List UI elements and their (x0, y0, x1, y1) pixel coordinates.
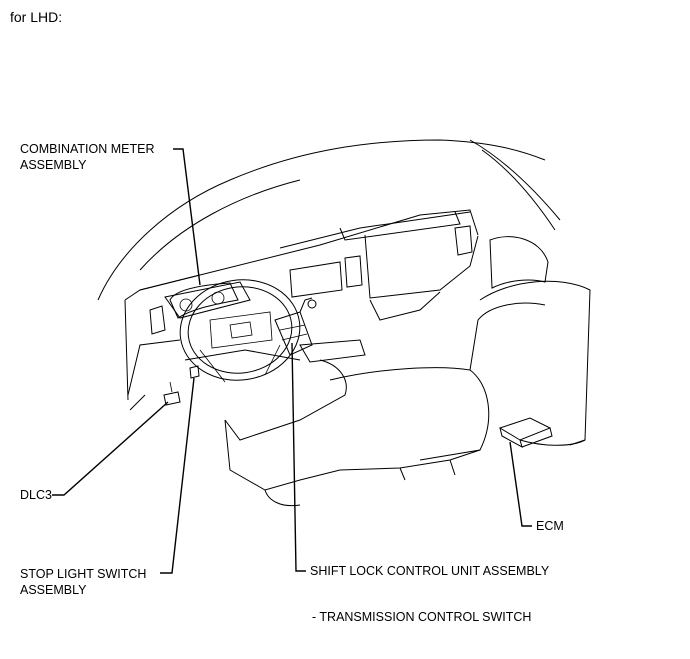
label-shift-lock: SHIFT LOCK CONTROL UNIT ASSEMBLY (310, 564, 550, 578)
label-transmission-switch: - TRANSMISSION CONTROL SWITCH (312, 610, 532, 624)
label-dlc3: DLC3 (20, 488, 52, 502)
dashboard-outline (124, 209, 479, 411)
diagram-title: for LHD: (10, 9, 63, 25)
label-combination-meter: COMBINATION METER ASSEMBLY (20, 141, 155, 173)
leader-lines (52, 148, 532, 574)
label-combination-meter-line1: COMBINATION METER (20, 142, 155, 156)
ecm-drawing (498, 417, 553, 449)
roof-outline (97, 139, 561, 301)
label-stop-light-switch: STOP LIGHT SWITCH ASSEMBLY (20, 566, 146, 598)
label-ecm: ECM (536, 519, 564, 533)
combination-meter-drawing (169, 282, 239, 319)
seats-outline (224, 236, 591, 507)
label-combination-meter-line2: ASSEMBLY (20, 158, 87, 172)
label-stop-light-switch-line2: ASSEMBLY (20, 583, 87, 597)
dlc3-drawing (163, 381, 181, 406)
stop-light-switch-drawing (189, 365, 200, 379)
label-stop-light-switch-line1: STOP LIGHT SWITCH (20, 567, 147, 581)
shift-lock-drawing (274, 297, 317, 356)
steering-wheel (179, 279, 301, 383)
